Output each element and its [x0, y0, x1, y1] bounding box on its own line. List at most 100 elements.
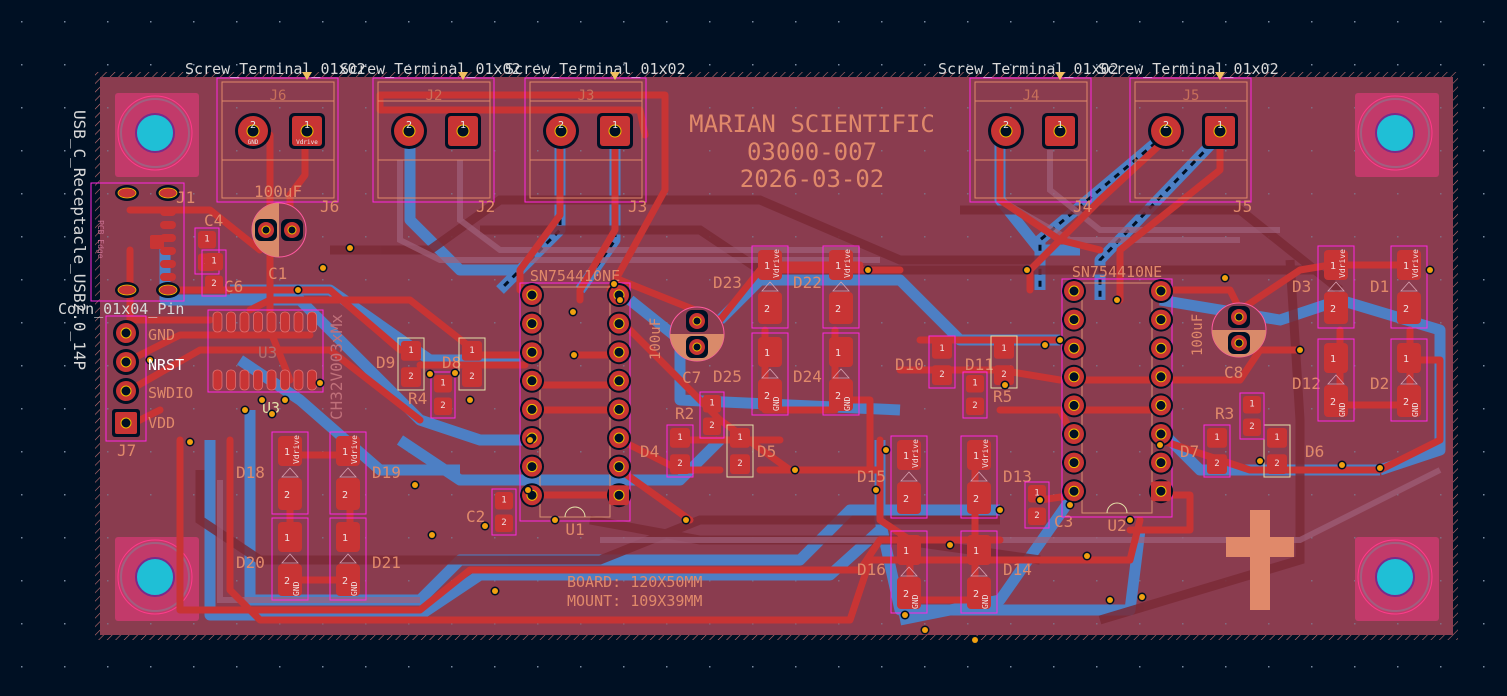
- ic-pin[interactable]: [266, 311, 277, 333]
- usb-pin[interactable]: [160, 208, 176, 216]
- ic-pin[interactable]: [607, 454, 631, 479]
- ic-pin[interactable]: [307, 369, 317, 391]
- smd-pad[interactable]: [966, 397, 984, 415]
- smd-pad[interactable]: [1243, 396, 1261, 414]
- smd-pad[interactable]: [932, 365, 952, 385]
- ic-pin[interactable]: [520, 483, 544, 508]
- diode-pad-1[interactable]: [278, 522, 302, 552]
- diode-pad-1[interactable]: [829, 250, 853, 280]
- usb-pin[interactable]: [160, 221, 176, 229]
- diode-pad-2[interactable]: [897, 577, 921, 609]
- diode-pad-2[interactable]: [278, 478, 302, 510]
- smd-pad[interactable]: [1207, 454, 1227, 474]
- ic-pin[interactable]: [520, 368, 544, 393]
- ic-pin[interactable]: [607, 397, 631, 422]
- diode-pad-2[interactable]: [897, 482, 921, 514]
- capacitor-c8[interactable]: [1211, 302, 1267, 358]
- smd-pad[interactable]: [495, 514, 513, 532]
- diode-pad-2[interactable]: [336, 564, 360, 596]
- smd-pad[interactable]: [670, 428, 690, 448]
- diode-pad-2[interactable]: [1324, 292, 1348, 324]
- pad-1[interactable]: 1: [445, 113, 481, 149]
- smd-pad[interactable]: [205, 253, 223, 271]
- ic-pin[interactable]: [1149, 307, 1173, 332]
- smd-r3[interactable]: 12: [1239, 392, 1265, 440]
- capacitor-c1[interactable]: [251, 202, 307, 258]
- smd-d9[interactable]: 12: [397, 337, 425, 391]
- header-j7[interactable]: J7: [105, 315, 147, 460]
- smd-pad[interactable]: [198, 231, 216, 249]
- ic-pin[interactable]: [607, 283, 631, 307]
- diode-pad-2[interactable]: [1397, 385, 1421, 417]
- ic-pin[interactable]: [212, 369, 223, 391]
- pad-2[interactable]: 2: [988, 113, 1024, 149]
- ic-pin[interactable]: [1062, 450, 1086, 475]
- ic-pin[interactable]: [1062, 336, 1086, 361]
- smd-d7[interactable]: 12: [1203, 424, 1231, 478]
- diode-pad-1[interactable]: [1324, 250, 1348, 280]
- diode-pad-2[interactable]: [967, 577, 991, 609]
- ic-pin[interactable]: [266, 369, 277, 391]
- pad-2[interactable]: 2: [543, 113, 579, 149]
- smd-pad[interactable]: [1267, 428, 1287, 448]
- ic-pin[interactable]: [212, 311, 223, 333]
- smd-pad[interactable]: [994, 365, 1014, 385]
- ic-pin[interactable]: [1062, 422, 1086, 446]
- diode-pad-2[interactable]: [829, 292, 853, 324]
- smd-d8[interactable]: 12: [458, 337, 486, 391]
- ic-pin[interactable]: [1149, 393, 1173, 418]
- ic-pin[interactable]: [1149, 279, 1173, 303]
- ic-pin[interactable]: [607, 483, 631, 508]
- smd-pad[interactable]: [434, 397, 452, 415]
- pad-2[interactable]: 2: [1148, 113, 1184, 149]
- smd-d11[interactable]: 12: [990, 335, 1018, 389]
- ic-pin[interactable]: [520, 311, 544, 336]
- diode-pad-2[interactable]: [967, 482, 991, 514]
- ic-pin[interactable]: [1062, 364, 1086, 389]
- diode-pad-1[interactable]: [278, 436, 302, 466]
- diode-pad-1[interactable]: [336, 436, 360, 466]
- diode-pad-2[interactable]: [758, 292, 782, 324]
- ic-pin[interactable]: [1062, 307, 1086, 332]
- ic-pin[interactable]: [520, 283, 544, 307]
- smd-d10[interactable]: 12: [928, 335, 956, 389]
- smd-pad[interactable]: [495, 492, 513, 510]
- smd-pad[interactable]: [932, 339, 952, 359]
- diode-pad-1[interactable]: [897, 535, 921, 565]
- smd-pad[interactable]: [730, 428, 750, 448]
- ic-pin[interactable]: [239, 311, 250, 333]
- diode-pad-1[interactable]: [1397, 343, 1421, 373]
- smd-r5[interactable]: 12: [962, 371, 988, 419]
- diode-pad-1[interactable]: [336, 522, 360, 552]
- ic-pin[interactable]: [1062, 479, 1086, 504]
- diode-pad-1[interactable]: [897, 440, 921, 470]
- ic-pin[interactable]: [253, 369, 263, 391]
- smd-pad[interactable]: [401, 367, 421, 387]
- smd-pad[interactable]: [434, 375, 452, 393]
- diode-pad-2[interactable]: [336, 478, 360, 510]
- diode-pad-1[interactable]: [758, 337, 782, 367]
- ic-pin[interactable]: [1149, 422, 1173, 446]
- ic-pin[interactable]: [239, 369, 250, 391]
- diode-pad-2[interactable]: [829, 379, 853, 411]
- smd-pad[interactable]: [994, 339, 1014, 359]
- diode-pad-1[interactable]: [829, 337, 853, 367]
- diode-pad-2[interactable]: [1397, 292, 1421, 324]
- ic-pin[interactable]: [293, 311, 304, 333]
